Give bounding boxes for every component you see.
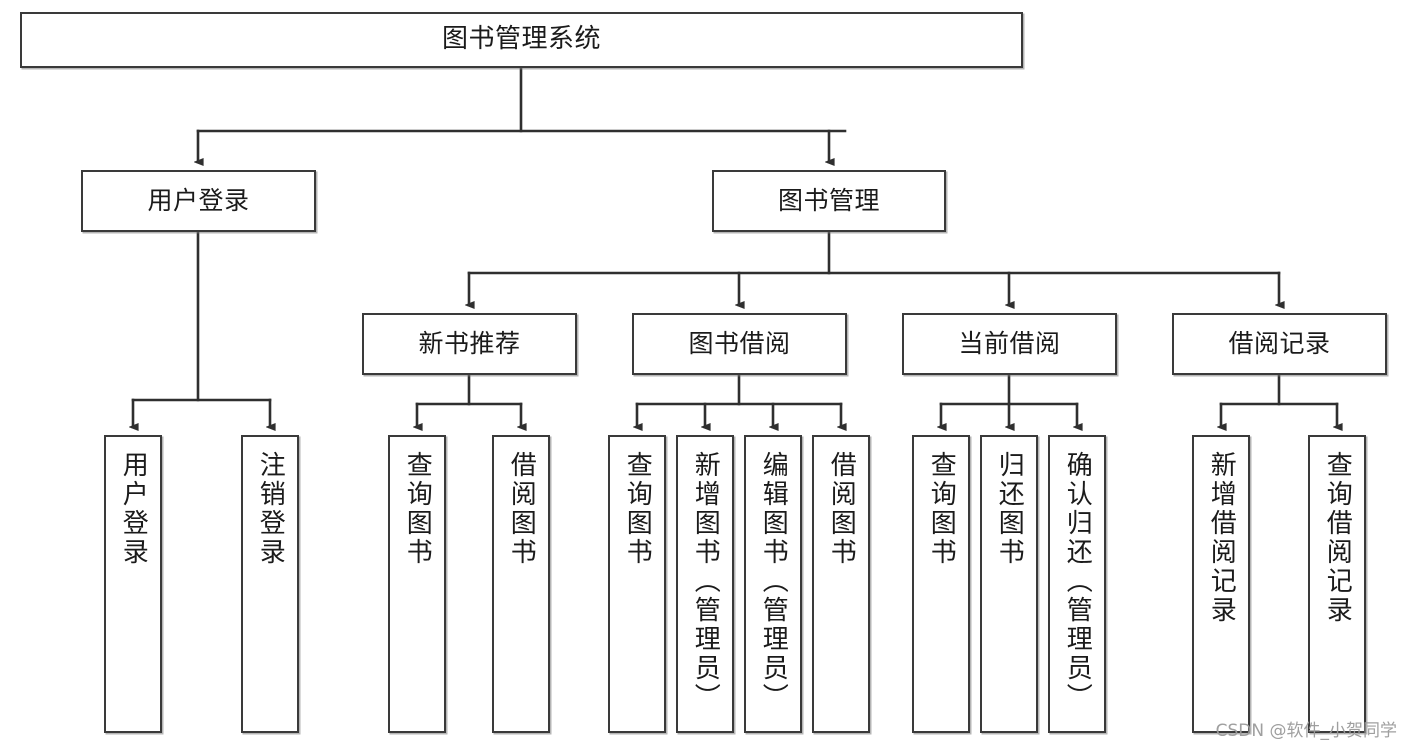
node-book-borrow[interactable]: 图书借阅 — [632, 313, 847, 375]
node-leaf-add-book-admin[interactable]: 新增图书（管理员） — [676, 435, 734, 733]
node-leaf-user-login[interactable]: 用户登录 — [104, 435, 162, 733]
node-label: 用户登录 — [118, 451, 149, 567]
node-label: 当前借阅 — [958, 328, 1061, 358]
node-label: 用户登录 — [147, 185, 250, 215]
node-label: 归还图书 — [994, 451, 1025, 567]
node-label: 查询图书 — [622, 451, 653, 567]
node-label: 查询图书 — [402, 451, 433, 567]
node-label: 新增图书（管理员） — [690, 451, 721, 712]
node-label: 查询借阅记录 — [1322, 451, 1353, 625]
node-leaf-return-book[interactable]: 归还图书 — [980, 435, 1038, 733]
node-leaf-add-borrow-record[interactable]: 新增借阅记录 — [1192, 435, 1250, 733]
node-label: 编辑图书（管理员） — [758, 451, 789, 712]
node-label: 借阅图书 — [826, 451, 857, 567]
node-label: 借阅记录 — [1228, 328, 1331, 358]
node-label: 借阅图书 — [506, 451, 537, 567]
node-label: 新书推荐 — [418, 328, 521, 358]
node-leaf-confirm-return-admin[interactable]: 确认归还（管理员） — [1048, 435, 1106, 733]
node-leaf-query-book-borrow[interactable]: 查询图书 — [608, 435, 666, 733]
node-label: 图书管理 — [777, 185, 880, 215]
node-leaf-logout[interactable]: 注销登录 — [241, 435, 299, 733]
node-user-login[interactable]: 用户登录 — [81, 170, 316, 232]
node-leaf-edit-book-admin[interactable]: 编辑图书（管理员） — [744, 435, 802, 733]
watermark: CSDN @软件_小贺同学 — [1215, 721, 1397, 741]
node-leaf-query-book-current[interactable]: 查询图书 — [912, 435, 970, 733]
node-leaf-query-borrow-record[interactable]: 查询借阅记录 — [1308, 435, 1366, 733]
node-root-book-management-system[interactable]: 图书管理系统 — [20, 12, 1023, 68]
node-label: 图书管理系统 — [441, 24, 601, 55]
node-label: 注销登录 — [255, 451, 286, 567]
node-label: 图书借阅 — [688, 328, 791, 358]
node-label: 查询图书 — [926, 451, 957, 567]
node-book-management[interactable]: 图书管理 — [712, 170, 946, 232]
node-label: 新增借阅记录 — [1206, 451, 1237, 625]
node-leaf-query-book-new[interactable]: 查询图书 — [388, 435, 446, 733]
node-new-book-recommendation[interactable]: 新书推荐 — [362, 313, 577, 375]
node-leaf-borrow-book-new[interactable]: 借阅图书 — [492, 435, 550, 733]
node-current-borrow[interactable]: 当前借阅 — [902, 313, 1117, 375]
node-borrow-record[interactable]: 借阅记录 — [1172, 313, 1387, 375]
node-label: 确认归还（管理员） — [1062, 451, 1093, 712]
node-leaf-borrow-book[interactable]: 借阅图书 — [812, 435, 870, 733]
